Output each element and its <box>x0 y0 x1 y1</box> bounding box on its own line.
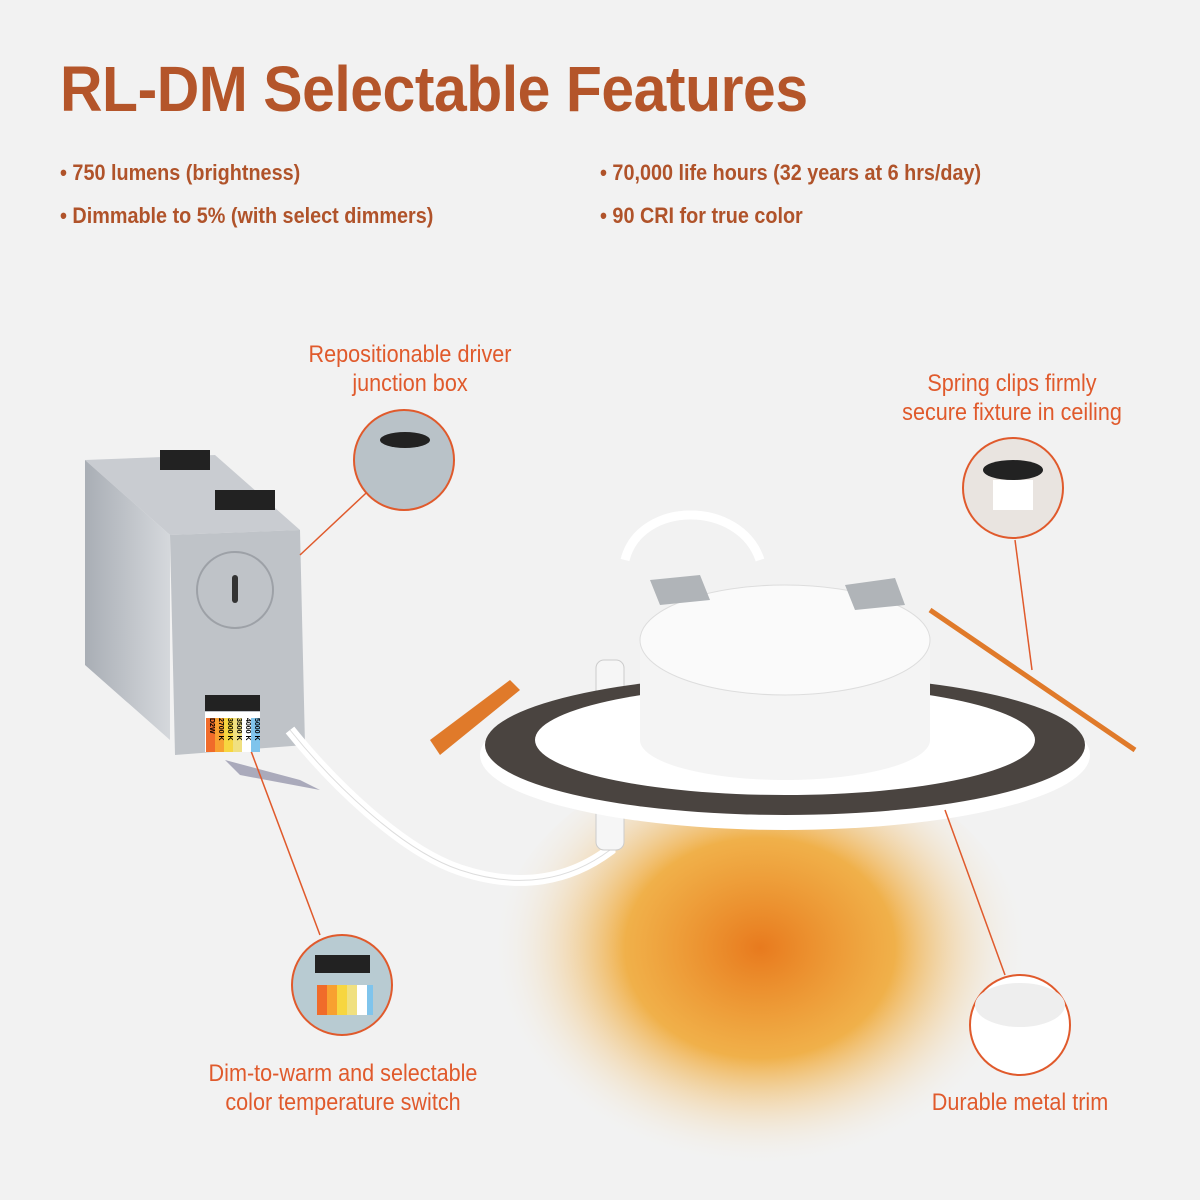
feature-dimmable: • Dimmable to 5% (with select dimmers) <box>60 203 434 228</box>
callout-line: color temperature switch <box>225 1089 461 1116</box>
switch-label: 4000 K <box>242 718 251 752</box>
callout-line: Dim-to-warm and selectable <box>208 1060 478 1087</box>
switch-label: 3000 K <box>224 718 233 752</box>
feature-lumens: • 750 lumens (brightness) <box>60 160 301 185</box>
downlight-fixture <box>430 510 1137 830</box>
feature-cri: • 90 CRI for true color <box>600 203 803 228</box>
switch-label: 5000 K <box>251 718 260 752</box>
callout-spring-clips: Spring clips firmly secure fixture in ce… <box>877 369 1147 427</box>
inset-junction-box <box>353 409 455 511</box>
callout-line: junction box <box>352 370 468 397</box>
feature-life-hours: • 70,000 life hours (32 years at 6 hrs/d… <box>600 160 982 185</box>
switch-label-strip: D2W 2700 K 3000 K 3500 K 4000 K 5000 K <box>206 718 260 752</box>
callout-switch: Dim-to-warm and selectable color tempera… <box>186 1059 501 1117</box>
switch-label: 2700 K <box>215 718 224 752</box>
inset-spring-clips <box>962 437 1064 539</box>
callout-line: secure fixture in ceiling <box>902 399 1122 426</box>
switch-label: D2W <box>206 718 215 752</box>
inset-switch <box>291 934 393 1036</box>
switch-label: 3500 K <box>233 718 242 752</box>
light-glow <box>490 750 1030 1190</box>
inset-trim <box>969 974 1071 1076</box>
junction-box <box>85 450 320 790</box>
callout-line: Spring clips firmly <box>927 370 1097 397</box>
callout-junction-box: Repositionable driver junction box <box>275 340 545 398</box>
page-title: RL-DM Selectable Features <box>60 53 808 125</box>
callout-line: Repositionable driver <box>308 341 512 368</box>
callout-trim: Durable metal trim <box>931 1089 1109 1116</box>
